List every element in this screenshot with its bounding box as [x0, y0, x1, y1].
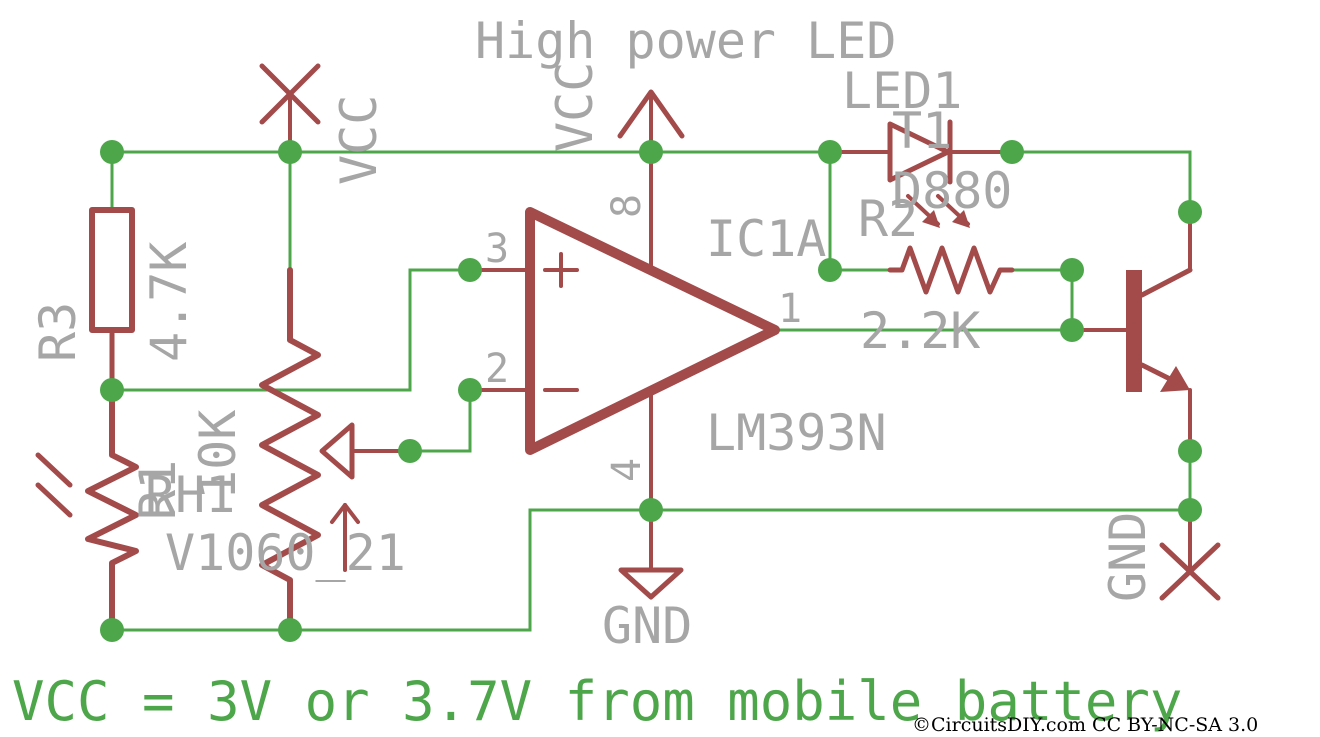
junction-dot [1000, 140, 1024, 164]
led-emit-arrow-1-head [922, 210, 940, 228]
junction-dot [1178, 498, 1202, 522]
junction-dot [1060, 318, 1084, 342]
pot-wiper-to-inv-wire [408, 388, 472, 453]
rh1-adjust-arrow-head [330, 503, 360, 524]
t1-collector [1139, 267, 1193, 298]
pin-8-label: 8 [604, 194, 650, 218]
r2-right-wire [1010, 268, 1074, 332]
pin-4-label: 4 [604, 458, 650, 482]
ic-value: LM393N [706, 404, 887, 462]
junction-dot [818, 258, 842, 282]
led-name: LED1 [842, 62, 962, 120]
divider-to-noninv-wire [110, 268, 472, 392]
junctions [100, 140, 1202, 642]
junction-dot [1178, 200, 1202, 224]
ldr-arrow-1 [35, 452, 73, 488]
gnd-right-label: GND [1099, 512, 1157, 602]
r3-name: R3 [29, 302, 87, 362]
junction-dot [100, 378, 124, 402]
junction-dot [818, 140, 842, 164]
junction-dot [398, 439, 422, 463]
t1-emitter [1139, 362, 1175, 383]
r2-name: R2 [858, 190, 918, 248]
junction-dot [639, 498, 663, 522]
junction-dot [100, 140, 124, 164]
pin-1-label: 1 [778, 286, 802, 332]
gnd-nc-x-b [1159, 542, 1221, 601]
rh1-name: RH1 [145, 466, 235, 524]
title: High power LED [475, 12, 896, 70]
junction-dot [458, 378, 482, 402]
pin-3-label: 3 [485, 226, 509, 272]
ic-name: IC1A [706, 210, 826, 268]
junction-dot [458, 258, 482, 282]
junction-dot [639, 140, 663, 164]
t1-name: T1 [892, 102, 952, 160]
r1-ldr-resistor [85, 387, 139, 633]
t1-emitter-arrow [1160, 366, 1190, 392]
vcc-left-label: VCC [330, 95, 388, 185]
junction-dot [1060, 258, 1084, 282]
battery-note: VCC = 3V or 3.7V from mobile battery [12, 670, 1182, 733]
junction-dot [100, 618, 124, 642]
r2-value: 2.2K [860, 302, 980, 360]
gnd-rail-wire [110, 508, 1192, 632]
junction-dot [278, 618, 302, 642]
junction-dot [1178, 439, 1202, 463]
r2-resistor [887, 245, 1015, 295]
r3-value: 4.7K [140, 242, 198, 362]
labels: High power LED R3 4.7K R1 10K RH1 V1060_… [12, 12, 1258, 736]
gnd-symbol [618, 567, 684, 600]
vcc-top-label: VCC [546, 62, 604, 152]
r1-name: R1 [129, 460, 187, 520]
rh1-value: V1060_21 [165, 524, 406, 582]
gnd-bottom-label: GND [602, 597, 692, 655]
led-to-collector-wire [1010, 150, 1192, 214]
ldr-arrow-2 [35, 482, 73, 518]
copyright: ©CircuitsDIY.com CC BY-NC-SA 3.0 [912, 714, 1258, 736]
r1-value: 10K [189, 410, 247, 500]
pin-2-label: 2 [485, 346, 509, 392]
t1-value: D880 [892, 162, 1012, 220]
r3-resistor [89, 207, 135, 333]
t1-base-bar [1126, 270, 1142, 392]
rh1-wiper-arrow [319, 422, 355, 480]
junction-dot [278, 140, 302, 164]
components [35, 63, 1221, 633]
led-emit-arrow-2-head [952, 210, 970, 228]
opamp-triangle [525, 207, 780, 455]
rh1-potentiometer [259, 267, 321, 633]
